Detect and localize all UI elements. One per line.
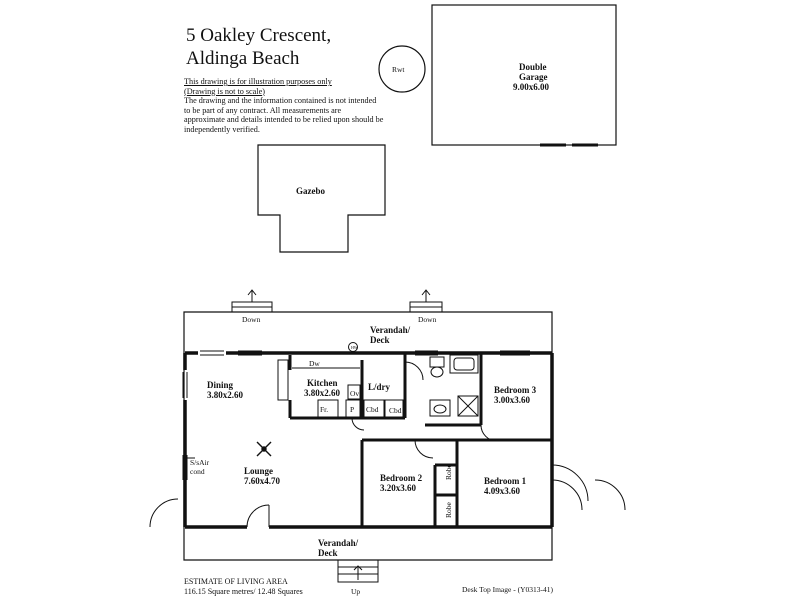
hot-water-unit [348, 342, 358, 352]
fridge-label: Fr. [320, 405, 328, 414]
bedroom1-dimensions: 4.09x3.60 [484, 486, 521, 496]
bathroom-fixtures [363, 354, 479, 419]
cupboard-2-label: Cbd [389, 406, 402, 415]
interior-walls [288, 353, 552, 527]
laundry-label: L/dry [368, 382, 391, 392]
dining-label: Dining [207, 380, 234, 390]
door-swings [149, 361, 626, 528]
robe-1-label: Robe [444, 463, 453, 480]
verandah-bottom-label-2: Deck [318, 548, 338, 558]
address-line-1: 5 Oakley Crescent, [186, 25, 332, 46]
address-line-2: Aldinga Beach [186, 48, 300, 69]
garage-dimensions: 9.00x6.00 [513, 82, 550, 92]
garage-label-1: Double [519, 62, 547, 72]
rainwater-tank [378, 45, 426, 93]
hot-water-label: HW [351, 345, 358, 350]
disclaimer-body: The drawing and the information containe… [184, 96, 384, 134]
verandah-top-label-1: Verandah/ [370, 325, 411, 335]
gazebo-label: Gazebo [296, 186, 325, 196]
window-marks [182, 350, 530, 480]
stairs-down-right [409, 289, 443, 313]
verandah-outline [183, 311, 553, 561]
gazebo-outline [257, 144, 386, 253]
aircon-label-2: cond [190, 467, 205, 476]
address-title: 5 Oakley Crescent, Aldinga Beach [186, 24, 331, 70]
garage-outline [431, 4, 617, 146]
garage-label-2: Garage [519, 72, 548, 82]
stairs-down-right-label: Down [418, 315, 437, 324]
dishwasher-label: Dw [309, 359, 320, 368]
kitchen-dimensions: 3.80x2.60 [304, 388, 341, 398]
rwt-label: Rwt [392, 65, 405, 74]
lounge-label: Lounge [244, 466, 273, 476]
image-reference: Desk Top Image - (Y0313-41) [462, 585, 553, 594]
stairs-up [337, 559, 379, 583]
living-area-estimate: ESTIMATE OF LIVING AREA 116.15 Square me… [184, 577, 303, 596]
cupboard-1-label: Cbd [366, 405, 379, 414]
bedroom2-label: Bedroom 2 [380, 473, 423, 483]
bedroom3-label: Bedroom 3 [494, 385, 537, 395]
kitchen-label: Kitchen [307, 378, 338, 388]
stairs-up-label: Up [351, 587, 360, 596]
ceiling-fan-icon [256, 441, 272, 457]
disclaimer-line-2: (Drawing is not to scale) [184, 86, 265, 96]
oven-label: Ov [350, 389, 359, 398]
verandah-top-label-2: Deck [370, 335, 390, 345]
disclaimer-line-1: This drawing is for illustration purpose… [184, 77, 332, 86]
stairs-down-left-label: Down [242, 315, 261, 324]
kitchen-benches [277, 359, 361, 419]
dining-dimensions: 3.80x2.60 [207, 390, 244, 400]
living-area-title: ESTIMATE OF LIVING AREA [184, 577, 288, 586]
verandah-bottom-label-1: Verandah/ [318, 538, 359, 548]
lounge-dimensions: 7.60x4.70 [244, 476, 281, 486]
living-area-value: 116.15 Square metres/ 12.48 Squares [184, 586, 303, 596]
bedroom1-label: Bedroom 1 [484, 476, 527, 486]
pantry-label: P [350, 405, 354, 414]
disclaimer: This drawing is for illustration purpose… [184, 77, 384, 135]
robe-2-label: Robe [444, 501, 453, 518]
bedroom2-dimensions: 3.20x3.60 [380, 483, 417, 493]
bedroom3-dimensions: 3.00x3.60 [494, 395, 531, 405]
stairs-down-left [231, 289, 273, 313]
aircon-label-1: S/sAir [190, 458, 210, 467]
